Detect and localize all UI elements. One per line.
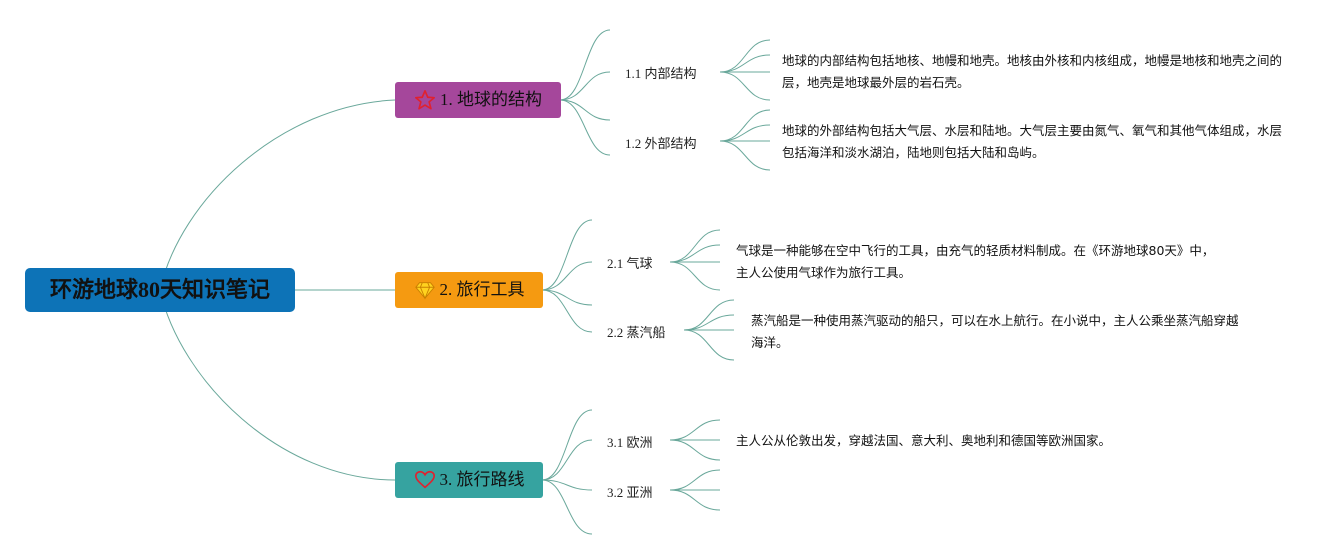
heart-icon: [414, 469, 436, 491]
subtopic-balloon[interactable]: 2.1 气球: [607, 256, 653, 271]
root-node[interactable]: 环游地球80天知识笔记: [25, 268, 295, 312]
link-root-topic1: [159, 99, 396, 291]
root-title: 环游地球80天知识笔记: [49, 277, 270, 302]
note-balloon: 气球是一种能够在空中飞行的工具，由充气的轻质材料制成。在《环游地球80天》中，主…: [736, 243, 1215, 280]
subtopic-outer-structure[interactable]: 1.2 外部结构: [625, 136, 697, 151]
subtopic-inner-structure[interactable]: 1.1 内部结构: [625, 66, 697, 81]
topic-node-travel-tools[interactable]: 2. 旅行工具: [395, 272, 543, 308]
note-outer-structure: 地球的外部结构包括大气层、水层和陆地。大气层主要由氮气、氧气和其他气体组成，水层…: [782, 123, 1283, 160]
link-root-topic3: [159, 289, 396, 481]
topic-label: 1. 地球的结构: [440, 90, 542, 109]
topic-label: 3. 旅行路线: [439, 470, 525, 489]
star-icon: [414, 89, 436, 111]
note-steamship: 蒸汽船是一种使用蒸汽驱动的船只，可以在水上航行。在小说中，主人公乘坐蒸汽船穿越海…: [751, 313, 1239, 350]
note-inner-structure: 地球的内部结构包括地核、地幔和地壳。地核由外核和内核组成，地幔是地核和地壳之间的…: [782, 53, 1283, 90]
topic-node-travel-route[interactable]: 3. 旅行路线: [395, 462, 543, 498]
diamond-icon: [414, 279, 436, 301]
subtopic-asia[interactable]: 3.2 亚洲: [607, 485, 653, 500]
topic-node-earth-structure[interactable]: 1. 地球的结构: [395, 82, 561, 118]
subtopic-steamship[interactable]: 2.2 蒸汽船: [607, 325, 666, 340]
subtopic-europe[interactable]: 3.1 欧洲: [607, 435, 653, 450]
note-europe: 主人公从伦敦出发，穿越法国、意大利、奥地利和德国等欧洲国家。: [736, 433, 1112, 448]
topic-label: 2. 旅行工具: [439, 280, 525, 299]
